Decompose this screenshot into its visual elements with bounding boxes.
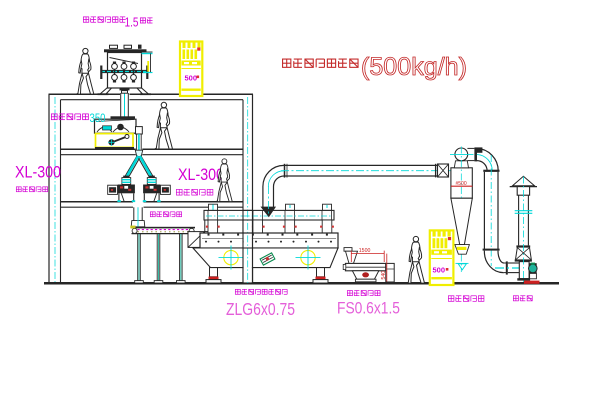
svg-text:500: 500 — [185, 74, 198, 83]
svg-text:350: 350 — [90, 113, 106, 125]
svg-text:(500kg/h): (500kg/h) — [361, 53, 467, 81]
svg-text:#500: #500 — [456, 181, 467, 187]
svg-text:ZLG6x0.75: ZLG6x0.75 — [226, 299, 295, 319]
svg-text:XL-300: XL-300 — [15, 163, 61, 182]
svg-text:FS0.6x1.5: FS0.6x1.5 — [337, 300, 400, 318]
svg-text:540: 540 — [381, 271, 387, 280]
svg-text:XL-300: XL-300 — [178, 165, 224, 184]
svg-text:1500: 1500 — [359, 248, 371, 254]
svg-text:1.5: 1.5 — [125, 16, 139, 30]
svg-text:500: 500 — [433, 266, 446, 275]
